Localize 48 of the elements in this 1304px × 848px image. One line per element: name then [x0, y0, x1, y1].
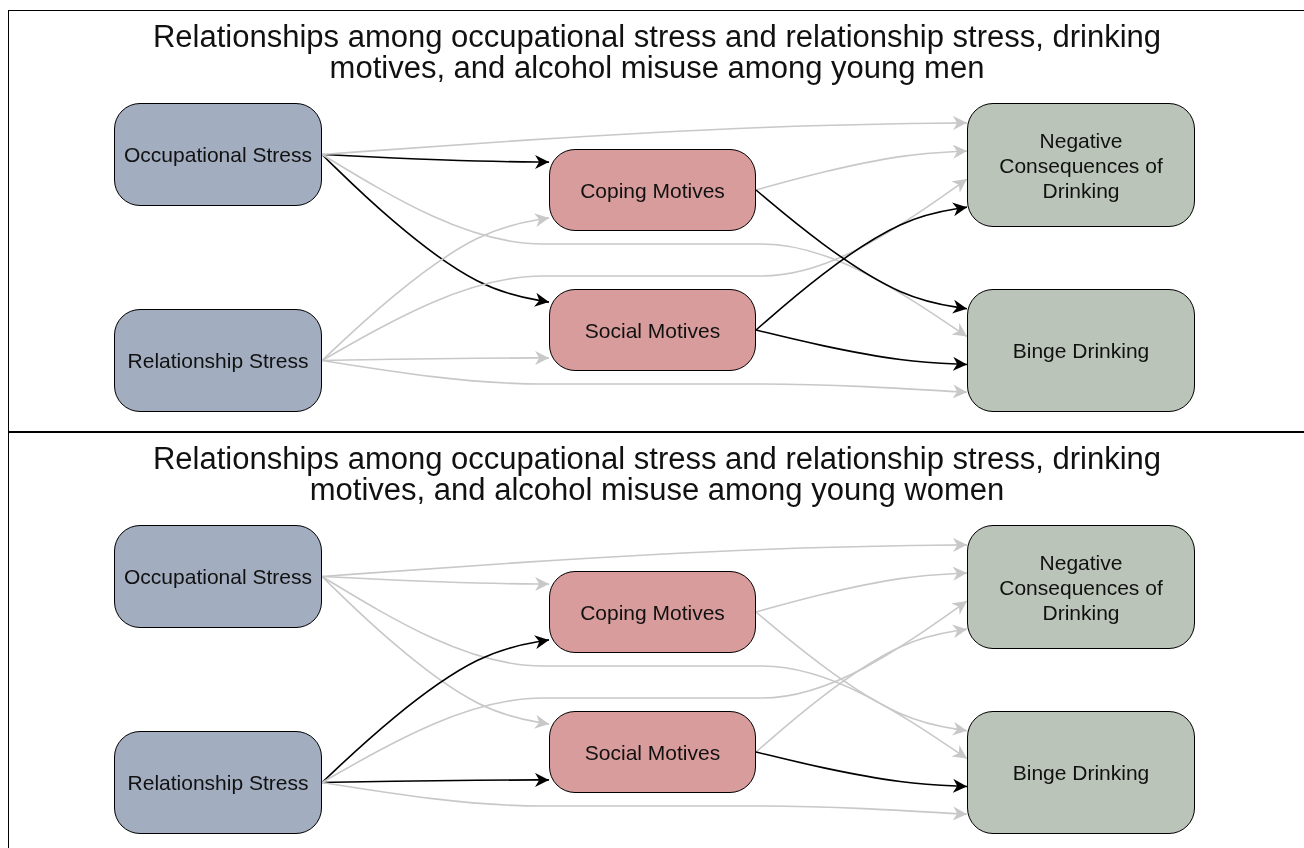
- panel-frame: [8, 10, 1304, 432]
- variable-box: [549, 289, 756, 371]
- arrow: [321, 153, 968, 338]
- arrow: [755, 144, 968, 191]
- node-label: Negative Consequences of Drinking: [998, 549, 1164, 625]
- arrow: [321, 575, 550, 729]
- variable-box: [114, 103, 322, 206]
- arrow: [755, 189, 968, 314]
- variable-box: [967, 525, 1195, 649]
- node-label: Social Motives: [584, 317, 721, 343]
- node-label: Negative Consequences of Drinking: [998, 127, 1164, 203]
- arrow: [321, 575, 968, 760]
- arrow: [755, 624, 968, 753]
- node-label: Coping Motives: [580, 177, 725, 203]
- node-label: Binge Drinking: [1012, 760, 1150, 785]
- node-label: Occupational Stress: [124, 564, 312, 589]
- variable-box: [967, 103, 1195, 227]
- node-label: Social Motives: [584, 739, 721, 765]
- arrow: [755, 202, 968, 331]
- arrow: [321, 635, 550, 784]
- node-label: Occupational Stress: [124, 142, 312, 167]
- node-label: Relationship Stress: [127, 770, 309, 795]
- arrow: [755, 751, 968, 793]
- arrow: [321, 213, 550, 362]
- arrow: [321, 359, 968, 399]
- panel-frame: [8, 432, 1304, 848]
- node-label: Binge Drinking: [1012, 338, 1150, 363]
- variable-box: [114, 731, 322, 834]
- arrow: [321, 178, 968, 362]
- arrow: [321, 116, 968, 156]
- arrow: [755, 329, 968, 371]
- arrow: [755, 566, 968, 613]
- variable-box: [114, 309, 322, 412]
- variable-box: [967, 289, 1195, 412]
- arrow: [321, 600, 968, 784]
- variable-box: [549, 571, 756, 653]
- variable-box: [967, 711, 1195, 834]
- variable-box: [549, 711, 756, 793]
- arrow: [321, 153, 550, 307]
- node-label: Relationship Stress: [127, 348, 309, 373]
- arrow: [321, 781, 968, 821]
- panel-title: Relationships among occupational stress and relationship stress, drinking motives, and alcohol misuse among young women: [151, 443, 1162, 505]
- panel-title: Relationships among occupational stress and relationship stress, drinking motives, and alcohol misuse among young men: [151, 21, 1162, 83]
- arrow: [321, 538, 968, 578]
- variable-box: [549, 149, 756, 231]
- variable-box: [114, 525, 322, 628]
- arrow: [755, 611, 968, 736]
- node-label: Coping Motives: [580, 599, 725, 625]
